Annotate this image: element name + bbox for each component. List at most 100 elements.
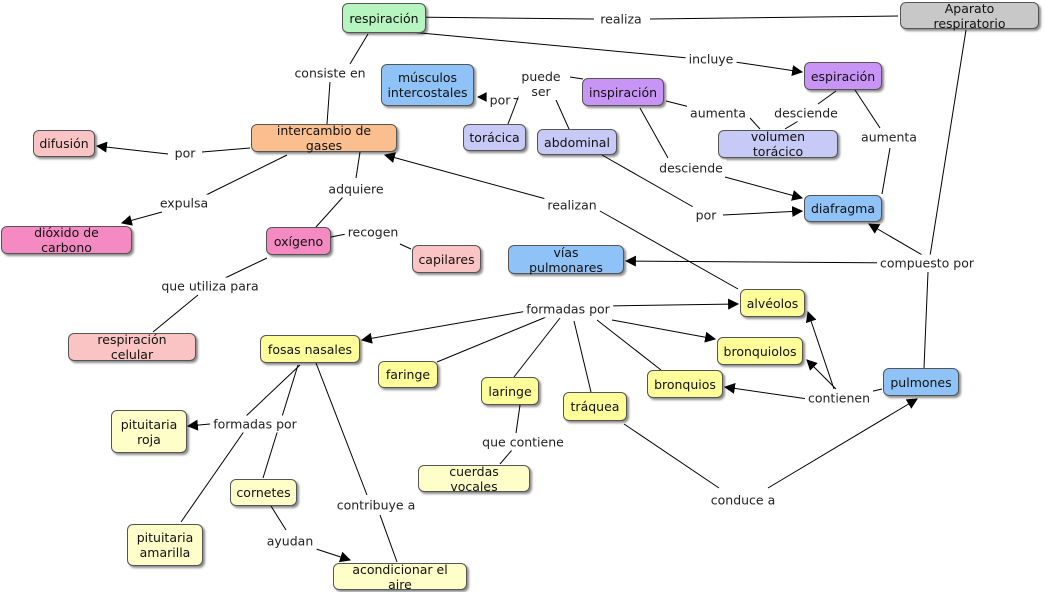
link-label-recogen: recogen	[344, 223, 402, 241]
node-dioxido-de-carbono[interactable]: dióxido de carbono	[1, 225, 132, 255]
link-label-formadas-por-vias: formadas por	[523, 300, 613, 318]
connector-line	[326, 81, 331, 125]
connector-arrow	[734, 61, 804, 76]
node-faringe[interactable]: faringe	[378, 361, 438, 388]
node-musculos-intercostales[interactable]: músculos intercostales	[381, 64, 474, 106]
link-label-incluye: incluye	[685, 50, 737, 68]
link-label-desciende-espiracion: desciende	[771, 104, 841, 122]
link-label-que-contiene: que contiene	[479, 433, 567, 451]
connector-line	[201, 147, 251, 153]
node-alveolos[interactable]: alvéolos	[740, 289, 805, 317]
link-label-contribuye-a: contribuye a	[333, 496, 419, 514]
connector-line	[623, 423, 720, 489]
node-intercambio-de-gases[interactable]: intercambio de gases	[251, 123, 397, 153]
link-label-desciende-inspiracion: desciende	[656, 159, 726, 177]
node-pulmones[interactable]: pulmones	[883, 368, 959, 396]
connector-line	[409, 31, 689, 59]
node-bronquiolos[interactable]: bronquiolos	[717, 337, 803, 365]
connector-line	[243, 364, 301, 419]
connector-line	[152, 294, 199, 333]
node-cornetes[interactable]: cornetes	[230, 479, 297, 506]
connector-line	[513, 317, 561, 378]
node-vias-pulmonares[interactable]: vías pulmonares	[508, 245, 624, 275]
connector-line	[315, 196, 344, 228]
node-respiracion[interactable]: respiración	[342, 3, 426, 33]
connector-arrow	[186, 419, 211, 431]
connector-line	[881, 147, 891, 195]
connector-arrow	[605, 298, 740, 310]
link-label-realiza: realiza	[597, 10, 645, 28]
connector-line	[180, 429, 246, 523]
node-bronquios[interactable]: bronquios	[647, 370, 723, 398]
node-fosas-nasales[interactable]: fosas nasales	[260, 335, 360, 363]
link-label-aumenta-espiracion: aumenta	[858, 128, 920, 146]
connector-line	[315, 362, 368, 496]
connector-line	[854, 89, 881, 129]
connector-arrow	[383, 152, 547, 200]
connector-line	[923, 271, 929, 369]
node-pituitaria-amarilla[interactable]: pituitaria amarilla	[127, 524, 203, 566]
connector-line	[203, 154, 288, 197]
node-toracica[interactable]: torácica	[463, 124, 526, 151]
connector-line	[639, 107, 669, 159]
node-acondicionar-el-aire[interactable]: acondicionar el aire	[333, 562, 467, 592]
connector-line	[573, 320, 592, 393]
node-pituitaria-roja[interactable]: pituitaria roja	[111, 410, 187, 453]
connector-arrow	[624, 255, 904, 267]
connector-line	[784, 119, 801, 130]
node-traquea[interactable]: tráquea	[563, 392, 627, 421]
connector-arrow	[767, 398, 918, 489]
node-diafragma[interactable]: diafragma	[804, 195, 882, 222]
node-oxigeno[interactable]: oxígeno	[266, 227, 331, 255]
link-label-que-utiliza-para: que utiliza para	[158, 277, 262, 295]
connector-line	[224, 257, 268, 279]
connector-arrow	[403, 11, 595, 23]
link-label-contienen: contienen	[804, 389, 874, 407]
node-capilares[interactable]: capilares	[412, 245, 481, 273]
node-cuerdas-vocales[interactable]: cuerdas vocales	[418, 464, 530, 494]
connector-arrow	[120, 211, 163, 226]
node-volumen-toracico[interactable]: volumen torácico	[718, 129, 838, 159]
connector-line	[270, 505, 287, 531]
connector-arrow	[806, 359, 837, 390]
node-inspiracion[interactable]: inspiración	[582, 78, 664, 106]
node-laringe[interactable]: laringe	[481, 377, 539, 405]
connector-line	[749, 117, 761, 130]
link-label-ayudan: ayudan	[263, 532, 317, 550]
node-abdominal[interactable]: abdominal	[537, 129, 617, 155]
connector-arrow	[611, 319, 717, 343]
connector-line	[399, 243, 412, 250]
connector-arrow	[805, 310, 835, 390]
connector-arrow	[722, 206, 804, 217]
link-label-por-musculos: por	[486, 91, 514, 109]
node-difusion[interactable]: difusión	[33, 130, 95, 157]
connector-arrow	[868, 223, 925, 257]
connector-line	[665, 100, 691, 108]
connector-line	[929, 29, 967, 257]
link-label-expulsa: expulsa	[156, 194, 212, 212]
connector-line	[379, 514, 398, 563]
link-label-puede-ser: puede ser	[518, 68, 564, 100]
connector-line	[499, 449, 513, 465]
link-label-por-difusion: por	[171, 144, 199, 162]
connector-line	[569, 76, 584, 80]
link-label-realizan: realizan	[544, 196, 600, 214]
connector-line	[330, 233, 347, 238]
node-respiracion-celular[interactable]: respiración celular	[68, 332, 196, 362]
connector-arrow	[312, 547, 352, 563]
connector-arrow	[95, 141, 169, 155]
connector-arrow	[724, 176, 804, 201]
link-label-consiste-en: consiste en	[291, 64, 369, 82]
link-label-por-abdominal: por	[692, 206, 720, 224]
link-label-formadas-por-fosas: formadas por	[210, 415, 300, 433]
node-espiracion[interactable]: espiración	[804, 62, 882, 90]
connector-arrow	[360, 309, 534, 344]
link-label-compuesto-por: compuesto por	[876, 254, 978, 272]
node-aparato-respiratorio[interactable]: Aparato respiratorio	[900, 1, 1039, 31]
connector-arrow	[723, 382, 809, 400]
connector-line	[515, 404, 521, 434]
connector-line	[649, 15, 899, 20]
link-label-conduce-a: conduce a	[707, 491, 779, 509]
connector-line	[555, 99, 570, 130]
connector-line	[596, 319, 662, 371]
